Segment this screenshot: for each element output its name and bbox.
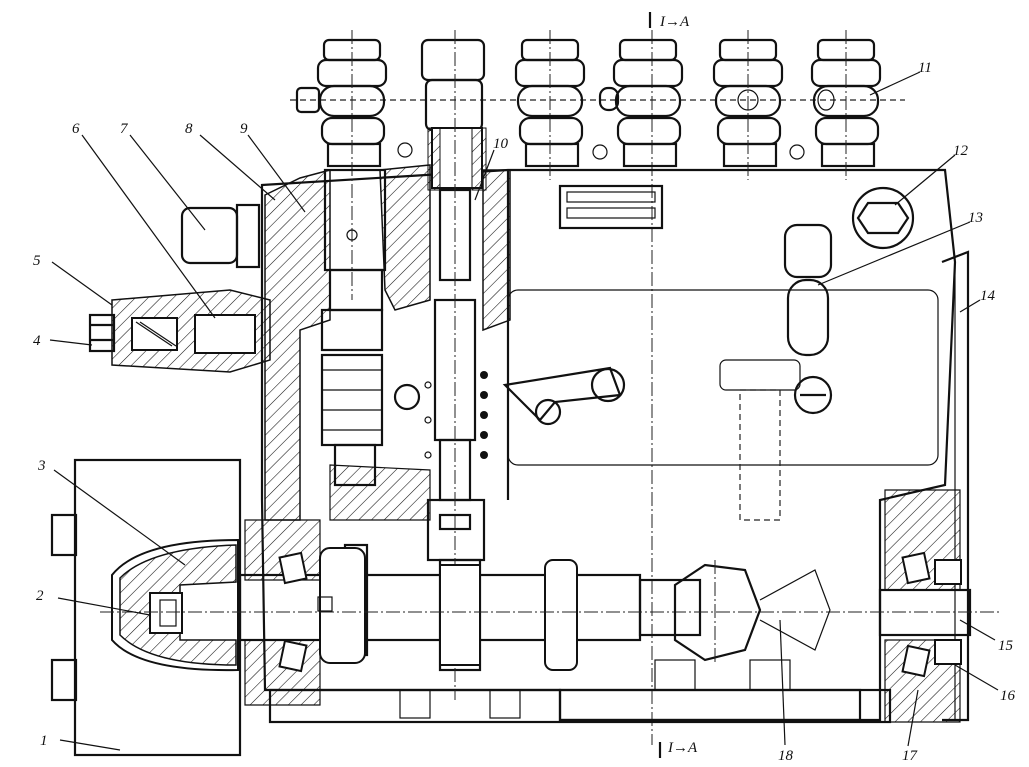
valve-holder-6 xyxy=(810,30,882,180)
callout-11: 11 xyxy=(918,60,932,76)
section-arrow-top: I→ xyxy=(659,14,680,30)
level-gauge-13 xyxy=(783,223,833,415)
callout-4: 4 xyxy=(33,333,41,349)
callout-10: 10 xyxy=(493,136,509,152)
section-arrow-bottom: I→ xyxy=(667,740,688,756)
valve-holder-3 xyxy=(514,30,586,180)
section-line xyxy=(648,12,662,758)
leaders xyxy=(49,71,999,751)
plunger-section xyxy=(420,30,488,700)
delivery-valve-holders xyxy=(290,30,905,300)
bearings xyxy=(244,489,962,723)
section-letter-bottom: A xyxy=(687,740,698,756)
nameplate xyxy=(558,184,664,230)
callout-15: 15 xyxy=(998,638,1014,654)
callout-16: 16 xyxy=(1000,688,1016,704)
callout-3: 3 xyxy=(37,458,46,474)
valve-holder-1 xyxy=(316,30,388,300)
callout-9: 9 xyxy=(240,121,248,137)
spring-coils xyxy=(424,371,488,459)
callout-18: 18 xyxy=(778,748,794,764)
drain-plug-18 xyxy=(673,560,831,665)
section-mark-bottom: I→ A xyxy=(667,740,698,756)
callout-1: 1 xyxy=(40,733,48,749)
inlet-fitting xyxy=(88,203,271,373)
valve-holder-4 xyxy=(612,38,684,168)
valve-holder-5 xyxy=(712,30,784,180)
callout-13: 13 xyxy=(968,210,983,226)
callout-2: 2 xyxy=(36,588,44,604)
callout-8: 8 xyxy=(185,121,193,137)
section-letter-top: A xyxy=(679,14,690,30)
callout-5: 5 xyxy=(33,253,41,269)
control-linkage xyxy=(393,359,801,521)
drive-coupling-housing xyxy=(50,458,242,757)
callout-12: 12 xyxy=(953,143,969,159)
callout-6: 6 xyxy=(72,121,80,137)
section-mark-top: I→ A xyxy=(659,14,690,30)
callout-labels: 1 2 3 4 5 6 7 8 9 10 11 12 13 14 15 16 1… xyxy=(33,60,1016,764)
callout-14: 14 xyxy=(980,288,996,304)
callout-17: 17 xyxy=(902,748,919,764)
camshaft xyxy=(100,547,1000,671)
callout-7: 7 xyxy=(120,121,129,137)
